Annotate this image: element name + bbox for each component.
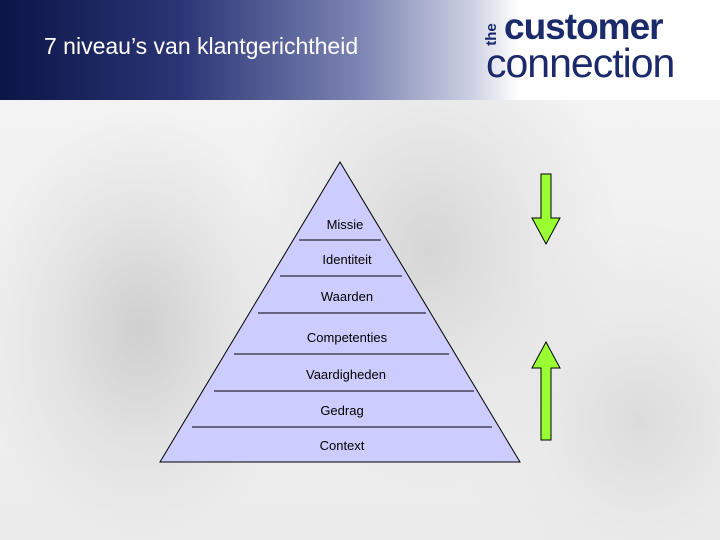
logo-connection-text: connection	[486, 40, 675, 86]
slide-title: 7 niveau’s van klantgerichtheid	[44, 33, 359, 59]
level-identiteit: Identiteit	[322, 252, 372, 267]
logo-customer-text: customer	[504, 6, 664, 47]
level-gedrag: Gedrag	[320, 403, 363, 418]
title-bar: 7 niveau’s van klantgerichtheid the cust…	[0, 0, 720, 100]
level-missie: Missie	[327, 217, 364, 232]
pyramid-shape	[159, 161, 521, 463]
level-waarden: Waarden	[321, 289, 373, 304]
logo: the customer connection	[483, 6, 696, 85]
down-arrow	[531, 173, 561, 246]
up-arrow	[531, 340, 561, 441]
level-context: Context	[320, 438, 365, 453]
level-competenties: Competenties	[307, 330, 388, 345]
level-vaardigheden: Vaardigheden	[306, 367, 386, 382]
